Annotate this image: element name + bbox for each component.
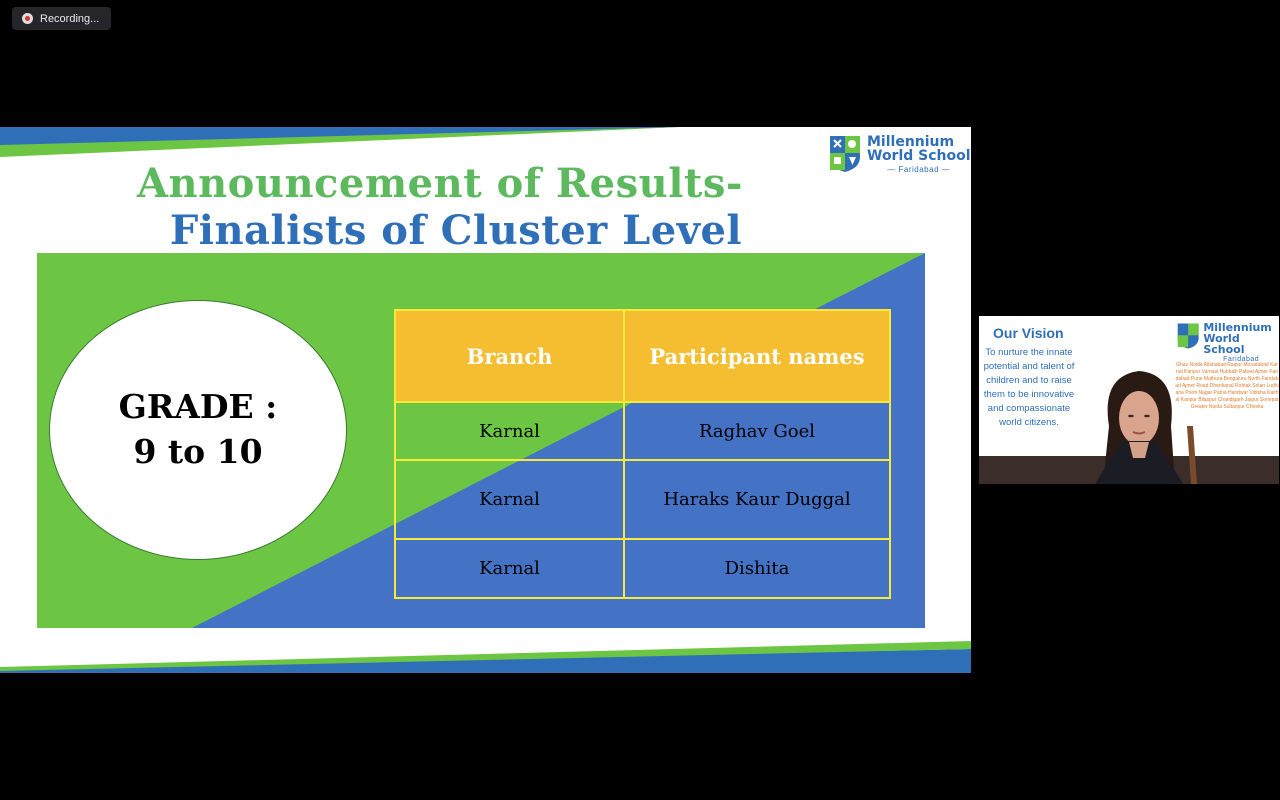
vision-text: To nurture the innate potential and tale… (983, 347, 1075, 428)
table-row: Karnal Dishita (394, 538, 891, 599)
logo-name-line1: Millennium (1203, 321, 1272, 334)
table-row: Karnal Haraks Kaur Duggal (394, 459, 891, 540)
logo-city: Faridabad (1223, 356, 1260, 363)
participant-cell: Dishita (623, 538, 891, 599)
school-logo: Millennium World School — Faridabad — (829, 135, 971, 174)
record-icon (22, 13, 33, 24)
shield-icon (830, 136, 860, 172)
webcam-school-logo: Millennium World School Faridabad (1177, 322, 1279, 363)
participant-cell: Raghav Goel (623, 401, 891, 461)
branch-cell: Karnal (394, 538, 625, 599)
branch-cell: Karnal (394, 459, 625, 540)
logo-name-line2: World School (867, 148, 971, 164)
grade-badge: GRADE : 9 to 10 (49, 300, 347, 560)
shared-slide: Announcement of Results- Finalists of Cl… (0, 127, 971, 673)
grade-label: GRADE : (118, 387, 278, 427)
logo-name-line2: World School (1203, 332, 1245, 356)
slide-decoration (0, 127, 971, 673)
results-table: Branch Participant names Karnal Raghav G… (394, 309, 891, 599)
table-row: Karnal Raghav Goel (394, 401, 891, 461)
results-panel: GRADE : 9 to 10 Branch Participant names… (37, 253, 925, 628)
vision-title: Our Vision (993, 325, 1064, 341)
presenter-video (1095, 371, 1197, 484)
branch-cell: Karnal (394, 401, 625, 461)
header-participant-names: Participant names (623, 309, 891, 403)
webcam-thumbnail[interactable]: Our Vision To nurture the innate potenti… (979, 316, 1279, 484)
logo-city: — Faridabad — (887, 165, 951, 174)
recording-indicator[interactable]: Recording... (12, 7, 111, 30)
table-header-row: Branch Participant names (394, 309, 891, 403)
header-branch: Branch (394, 309, 625, 403)
city-wordcloud: Ghaz Noida Allahabad Raipur Moradabad Ka… (1175, 362, 1279, 410)
grade-range: 9 to 10 (133, 432, 263, 471)
recording-label: Recording... (40, 12, 100, 25)
logo-name-line1: Millennium (867, 134, 955, 150)
slide-title-line1: Announcement of Results- (136, 160, 743, 207)
participant-cell: Haraks Kaur Duggal (623, 459, 891, 540)
shield-icon (1177, 323, 1199, 349)
slide-title-line2: Finalists of Cluster Level (169, 207, 743, 254)
